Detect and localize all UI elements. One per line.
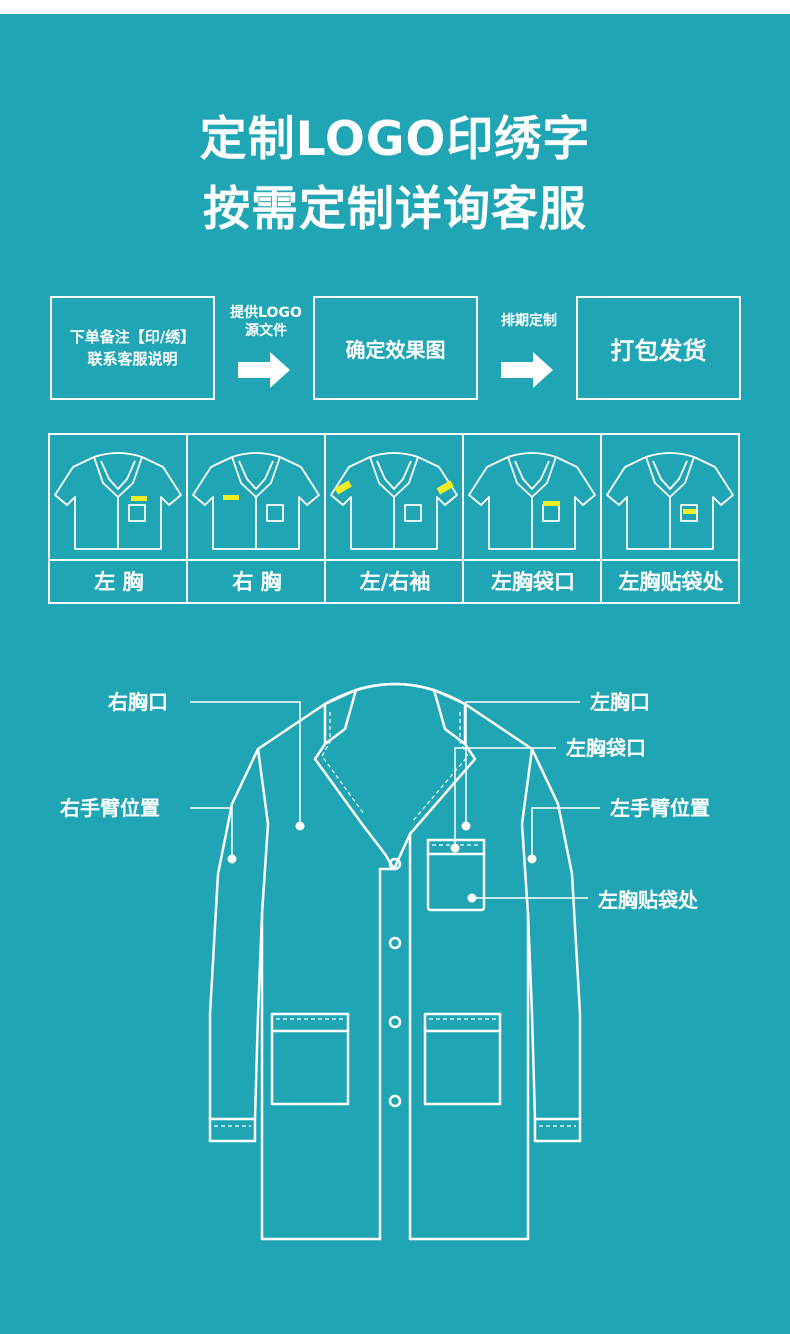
step-confirm-preview-label: 确定效果图 — [345, 337, 446, 362]
callout-right-arm: 右手臂位置 — [60, 796, 160, 820]
step-ship-label: 打包发货 — [610, 336, 707, 365]
step-order-note-line-1: 下单备注【印/绣】 — [69, 328, 196, 346]
title-line-1: 定制LOGO印绣字 — [199, 112, 591, 167]
arrow-label-logo-file-line-1: 提供LOGO — [230, 305, 302, 321]
title-line-2: 按需定制详询客服 — [203, 182, 587, 237]
step-confirm-preview: 确定效果图 — [313, 296, 478, 400]
callout-left-pocket-patch: 左胸贴袋处 — [598, 888, 698, 912]
position-label-left-chest: 左 胸 — [94, 570, 144, 594]
logo-mark — [334, 480, 352, 495]
stitching — [214, 712, 576, 1127]
mini-coat-pocket-opening — [468, 452, 596, 550]
callout-left-chest: 左胸口 — [590, 690, 650, 714]
position-label-right-chest: 右 胸 — [232, 570, 282, 594]
logo-mark — [683, 509, 696, 514]
callout-dots — [227, 821, 537, 903]
arrow-right-icon — [501, 352, 553, 388]
banner-canvas: 定制LOGO印绣字 按需定制详询客服 下单备注【印/绣】 联系客服说明 提供LO… — [0, 14, 790, 1334]
mini-coat-left-chest — [54, 452, 182, 550]
mini-coat-right-chest — [192, 452, 320, 550]
logo-mark — [436, 480, 454, 495]
lab-coat-illustration — [208, 682, 582, 1241]
step-order-note: 下单备注【印/绣】 联系客服说明 — [50, 296, 215, 400]
arrow-label-logo-file: 提供LOGO 源文件 — [222, 304, 310, 340]
arrow-right-icon — [238, 352, 290, 388]
illustration-layer — [48, 352, 740, 1241]
position-label-pocket-patch: 左胸贴袋处 — [618, 570, 724, 594]
position-label-pocket-opening: 左胸袋口 — [491, 570, 575, 594]
mini-coat-pocket-patch — [606, 452, 734, 550]
mini-coat-sleeve — [330, 452, 458, 550]
position-label-sleeve: 左/右袖 — [359, 570, 431, 594]
logo-mark — [131, 496, 147, 501]
callout-left-arm: 左手臂位置 — [610, 796, 710, 820]
logo-mark — [543, 501, 560, 506]
position-grid — [48, 433, 740, 604]
arrow-label-schedule: 排期定制 — [501, 313, 557, 329]
step-ship: 打包发货 — [576, 296, 741, 400]
arrow-label-logo-file-line-2: 源文件 — [245, 323, 287, 339]
step-order-note-line-2: 联系客服说明 — [87, 350, 178, 368]
callout-left-pocket-opening: 左胸袋口 — [566, 736, 646, 760]
callout-right-chest: 右胸口 — [108, 690, 168, 714]
callout-lines — [190, 701, 600, 899]
logo-mark — [223, 495, 239, 500]
